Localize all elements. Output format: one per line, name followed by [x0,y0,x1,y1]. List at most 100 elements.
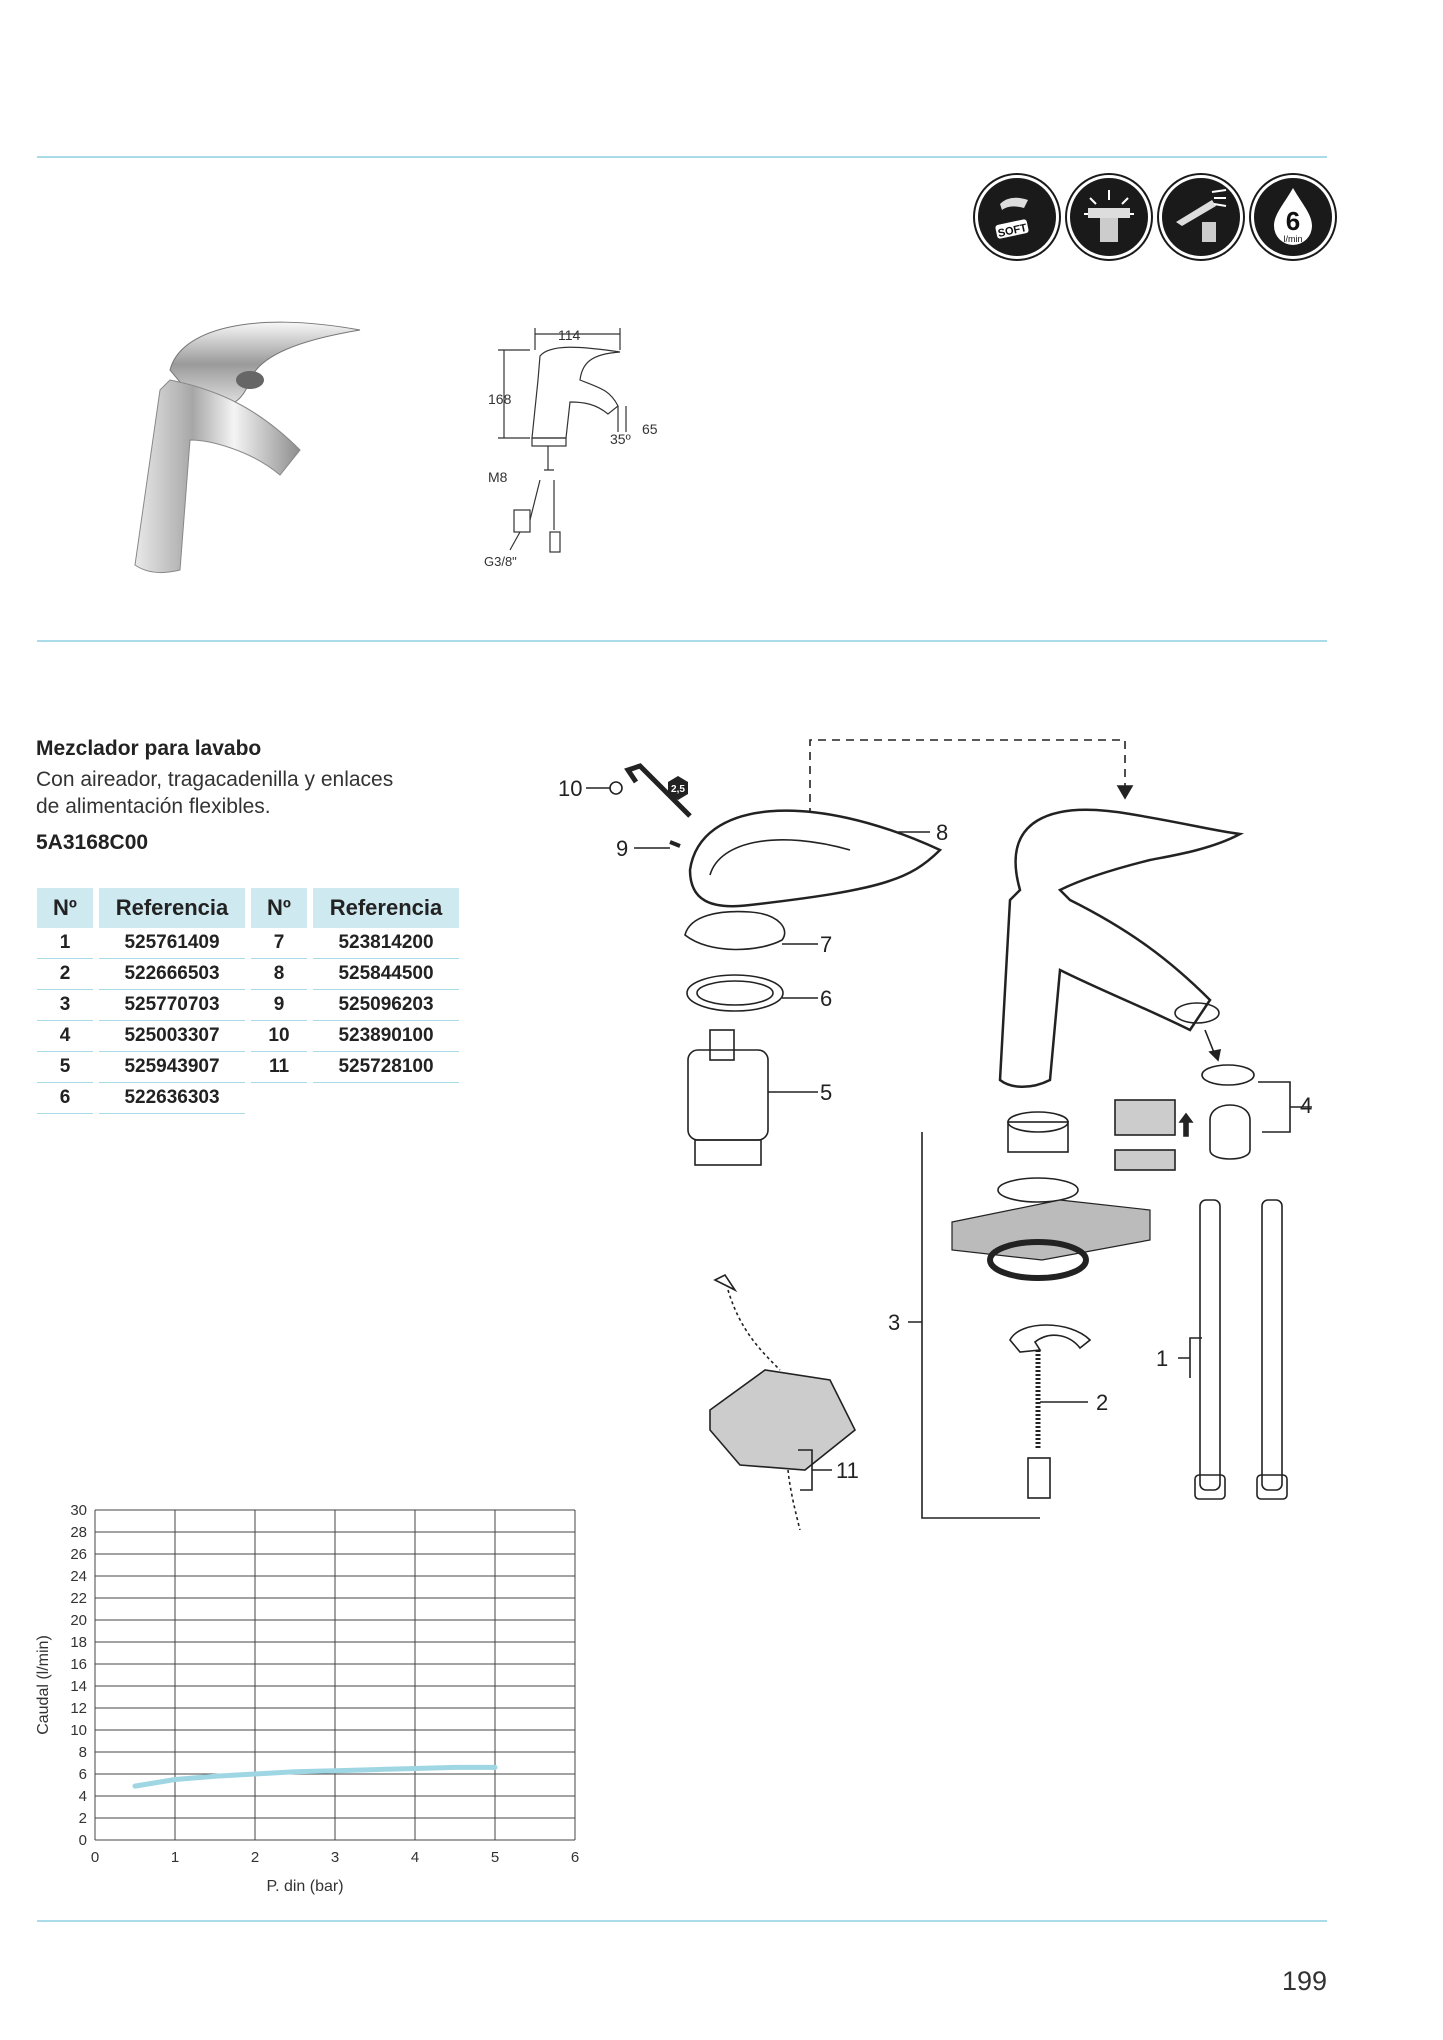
middle-rule [37,640,1327,642]
x-tick-label: 0 [91,1849,99,1866]
y-tick-label: 0 [79,1832,87,1849]
cell-gap [307,959,313,990]
part-reference-cell: 525761409 [99,928,245,959]
eco-stop-icon [1159,175,1243,259]
y-tick-label: 16 [70,1656,87,1673]
callout-11: 11 [836,1458,859,1483]
dim-width: 114 [558,327,581,343]
part-reference-cell: 525096203 [313,990,459,1021]
soft-touch-icon: SOFT [975,175,1059,259]
cell-gap [245,1021,251,1052]
part-reference-cell: 525770703 [99,990,245,1021]
y-tick-label: 24 [70,1568,87,1585]
part-number-cell [251,1083,307,1114]
x-tick-label: 6 [571,1849,579,1866]
flow-value: 6 [1286,206,1300,236]
part-number-cell: 11 [251,1052,307,1083]
product-description: Con aireador, tragacadenilla y enlaces d… [36,766,476,820]
callout-6: 6 [820,986,832,1011]
y-tick-label: 28 [70,1524,87,1541]
product-photo [134,321,361,573]
part-number-cell: 3 [37,990,93,1021]
part-reference-cell: 525844500 [313,959,459,990]
y-tick-label: 22 [70,1590,87,1607]
y-tick-label: 14 [70,1678,87,1695]
cell-gap [307,990,313,1021]
part-number-cell: 7 [251,928,307,959]
callout-4: 4 [1300,1093,1312,1118]
part-number-cell: 4 [37,1021,93,1052]
cell-gap [93,959,99,990]
cell-gap [93,1083,99,1114]
cell-gap [245,990,251,1021]
cell-gap [245,959,251,990]
header-gap [245,888,251,928]
cold-start-icon [1067,175,1151,259]
top-rule [37,156,1327,158]
product-title: Mezclador para lavabo [36,737,262,760]
header-gap [307,888,313,928]
header-gap [93,888,99,928]
callout-5: 5 [820,1080,832,1105]
chart-y-label: Caudal (l/min) [35,1635,52,1735]
x-tick-label: 5 [491,1849,499,1866]
product-code: 5A3168C00 [36,831,149,854]
dimension-drawing: 114 168 65 35º M8 G3/8" [484,327,658,569]
part-number-cell: 1 [37,928,93,959]
cell-gap [245,1052,251,1083]
y-tick-label: 6 [79,1766,87,1783]
dim-angle: 35º [610,431,631,447]
header-no-2: Nº [251,888,307,928]
y-tick-label: 30 [70,1502,87,1519]
flow-unit: l/min [1283,234,1302,244]
y-tick-label: 26 [70,1546,87,1563]
cell-gap [93,1052,99,1083]
part-number-cell: 5 [37,1052,93,1083]
callout-7: 7 [820,932,832,957]
exploded-view: 4 8 7 6 5 3 2 1 11 10 9 2,5 [558,739,1312,1530]
part-reference-cell: 525003307 [99,1021,245,1052]
cell-gap [245,1083,251,1114]
chart-x-label: P. din (bar) [266,1878,343,1895]
cell-gap [307,1083,313,1114]
chart-grid [94,1509,576,1841]
y-tick-label: 4 [79,1788,87,1805]
y-tick-label: 12 [70,1700,87,1717]
y-tick-label: 2 [79,1810,87,1827]
part-reference-cell: 522666503 [99,959,245,990]
callout-1: 1 [1156,1346,1168,1371]
description-line-1: Con aireador, tragacadenilla y enlaces [36,768,394,791]
part-number-cell: 2 [37,959,93,990]
part-reference-cell: 525728100 [313,1052,459,1083]
y-tick-label: 10 [70,1722,87,1739]
callout-8: 8 [936,820,948,845]
part-reference-cell [313,1083,459,1114]
cell-gap [245,928,251,959]
dim-connection: G3/8" [484,554,517,569]
dim-reach: 65 [642,421,658,437]
header-ref-1: Referencia [99,888,245,928]
part-reference-cell: 525943907 [99,1052,245,1083]
x-tick-label: 1 [171,1849,179,1866]
header-ref-2: Referencia [313,888,459,928]
x-tick-label: 4 [411,1849,419,1866]
hex-key-size: 2,5 [671,784,685,795]
cell-gap [307,928,313,959]
y-tick-label: 18 [70,1634,87,1651]
flow-series-line [132,1764,498,1789]
y-tick-label: 20 [70,1612,87,1629]
bottom-rule [37,1920,1327,1922]
x-tick-label: 2 [251,1849,259,1866]
cell-gap [93,1021,99,1052]
hex-key-icon [668,776,688,800]
